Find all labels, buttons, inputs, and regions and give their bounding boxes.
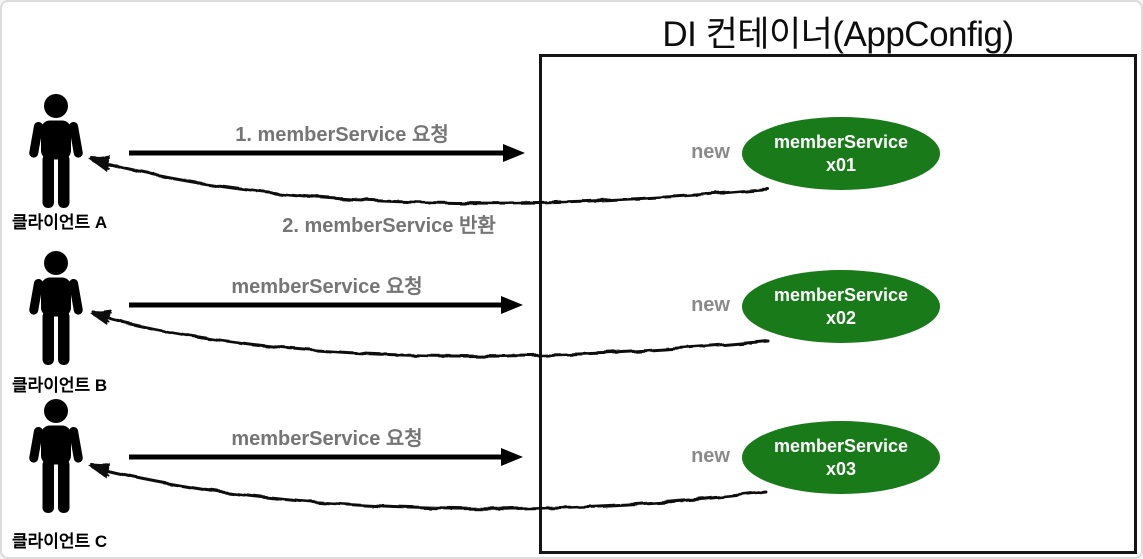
instance-id: x03 (825, 458, 857, 479)
di-container-box (539, 54, 1137, 554)
client-a-icon (28, 94, 84, 208)
return-label-a: 2. memberService 반환 (282, 215, 496, 237)
new-label-a: new (691, 141, 730, 163)
request-label-b: memberService 요청 (231, 276, 423, 298)
instance-id: x01 (825, 154, 857, 175)
instance-name: memberService (773, 132, 909, 152)
instance-ellipse-x01: memberService x01 (742, 117, 940, 190)
client-c-icon (28, 399, 84, 513)
instance-ellipse-x02: memberService x02 (742, 270, 940, 343)
request-label-a: 1. memberService 요청 (235, 124, 449, 146)
request-label-c: memberService 요청 (231, 428, 423, 450)
client-c-label: 클라이언트 C (12, 532, 108, 551)
instance-name: memberService (773, 285, 909, 305)
instance-name: memberService (773, 436, 909, 456)
instance-ellipse-x03: memberService x03 (742, 421, 940, 494)
new-label-b: new (691, 294, 730, 316)
client-b-label: 클라이언트 B (12, 376, 108, 395)
client-a-label: 클라이언트 A (12, 213, 108, 232)
di-container-title: DI 컨테이너(AppConfig) (662, 15, 1014, 54)
new-label-c: new (691, 445, 730, 467)
client-b-icon (28, 251, 84, 365)
instance-id: x02 (825, 307, 857, 328)
